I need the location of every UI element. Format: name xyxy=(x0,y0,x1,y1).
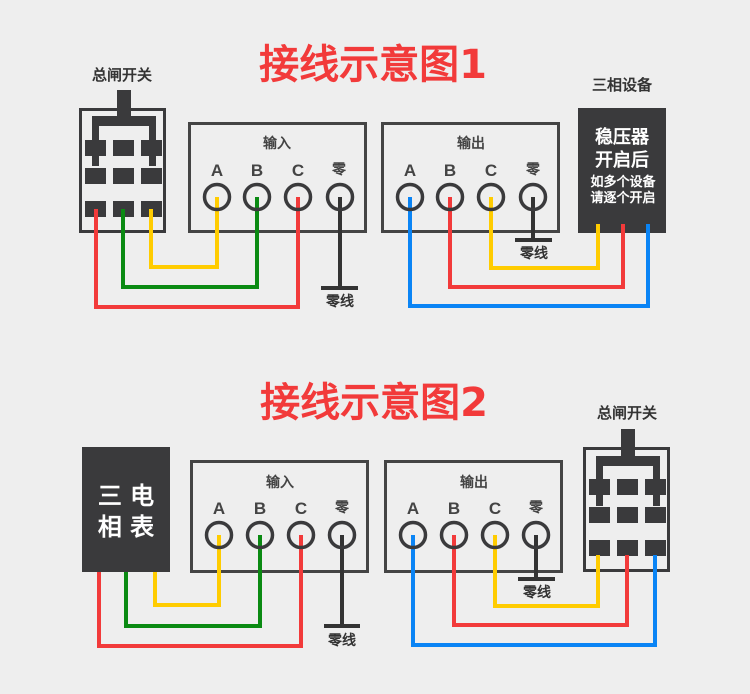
neutral-line-label: 零线 xyxy=(327,632,356,649)
wire-red xyxy=(448,197,625,289)
terminal-c xyxy=(283,182,313,212)
diagram-2: 接线示意图2 三 电 相 表 输入 A B C 零 输出 A B C 零 总闸开… xyxy=(82,380,670,649)
neutral-line-label: 零线 xyxy=(519,245,548,262)
meter-text-line: 相 表 xyxy=(98,513,155,541)
device-text-line: 请逐个开启 xyxy=(590,190,655,206)
three-phase-meter: 三 电 相 表 xyxy=(82,447,170,572)
main-switch-label: 总闸开关 xyxy=(597,404,657,422)
terminal-label-a: A xyxy=(404,161,416,180)
device-text-line: 稳压器 xyxy=(595,126,650,148)
terminal-c xyxy=(480,520,510,550)
output-box-title: 输出 xyxy=(457,135,485,152)
terminal-a xyxy=(204,520,234,550)
terminal-label-b: B xyxy=(444,161,456,180)
diagram-1-title: 接线示意图1 xyxy=(259,42,487,88)
neutral-line-label: 零线 xyxy=(522,584,551,601)
wire-yellow xyxy=(489,197,600,270)
terminal-label-neutral: 零 xyxy=(331,161,347,178)
terminal-a xyxy=(395,182,425,212)
terminal-b xyxy=(245,520,275,550)
terminal-neutral xyxy=(327,520,357,550)
wire-green xyxy=(124,535,262,628)
diagram-2-title: 接线示意图2 xyxy=(260,380,488,426)
terminal-b xyxy=(242,182,272,212)
terminal-a xyxy=(398,520,428,550)
terminal-label-b: B xyxy=(448,499,460,518)
terminal-label-c: C xyxy=(485,161,497,180)
wire-red xyxy=(94,197,300,309)
wire-blue xyxy=(408,197,650,308)
terminal-neutral xyxy=(325,182,355,212)
input-box-title: 输入 xyxy=(266,474,294,491)
terminal-label-c: C xyxy=(295,499,307,518)
neutral-line-label: 零线 xyxy=(325,293,354,310)
terminal-label-b: B xyxy=(254,499,266,518)
terminal-label-c: C xyxy=(489,499,501,518)
diagram-1: 接线示意图1 总闸开关 输入 A B C 零 xyxy=(79,42,666,310)
output-box-title: 输出 xyxy=(460,474,488,491)
terminal-neutral xyxy=(518,182,548,212)
wire-green xyxy=(121,197,259,289)
input-box: 输入 A B C 零 xyxy=(190,460,369,573)
output-box: 输出 A B C 零 xyxy=(381,122,560,233)
input-box: 输入 A B C 零 xyxy=(188,122,367,233)
terminal-label-a: A xyxy=(211,161,223,180)
terminal-b xyxy=(439,520,469,550)
terminal-label-a: A xyxy=(213,499,225,518)
device-text-line: 开启后 xyxy=(595,149,649,171)
wire-yellow xyxy=(149,197,219,269)
terminal-label-a: A xyxy=(407,499,419,518)
wire-yellow xyxy=(153,535,221,607)
wire-red xyxy=(97,535,303,648)
output-box: 输出 A B C 零 xyxy=(384,460,563,573)
terminal-label-neutral: 零 xyxy=(528,499,544,516)
terminal-neutral xyxy=(521,520,551,550)
main-switch-icon xyxy=(583,429,670,572)
wire-blue xyxy=(411,535,657,647)
device-box: 稳压器 开启后 如多个设备 请逐个开启 xyxy=(578,108,666,233)
meter-text-line: 三 电 xyxy=(98,482,154,510)
terminal-c xyxy=(476,182,506,212)
device-label: 三相设备 xyxy=(592,76,653,94)
input-box-title: 输入 xyxy=(263,135,291,152)
wire-red xyxy=(452,535,629,627)
terminal-label-neutral: 零 xyxy=(525,161,541,178)
terminal-label-c: C xyxy=(292,161,304,180)
terminal-b xyxy=(435,182,465,212)
terminal-label-neutral: 零 xyxy=(334,499,350,516)
device-text-line: 如多个设备 xyxy=(590,174,656,190)
main-switch-label: 总闸开关 xyxy=(92,66,152,84)
terminal-label-b: B xyxy=(251,161,263,180)
terminal-a xyxy=(202,182,232,212)
wire-yellow xyxy=(493,535,600,608)
terminal-c xyxy=(286,520,316,550)
